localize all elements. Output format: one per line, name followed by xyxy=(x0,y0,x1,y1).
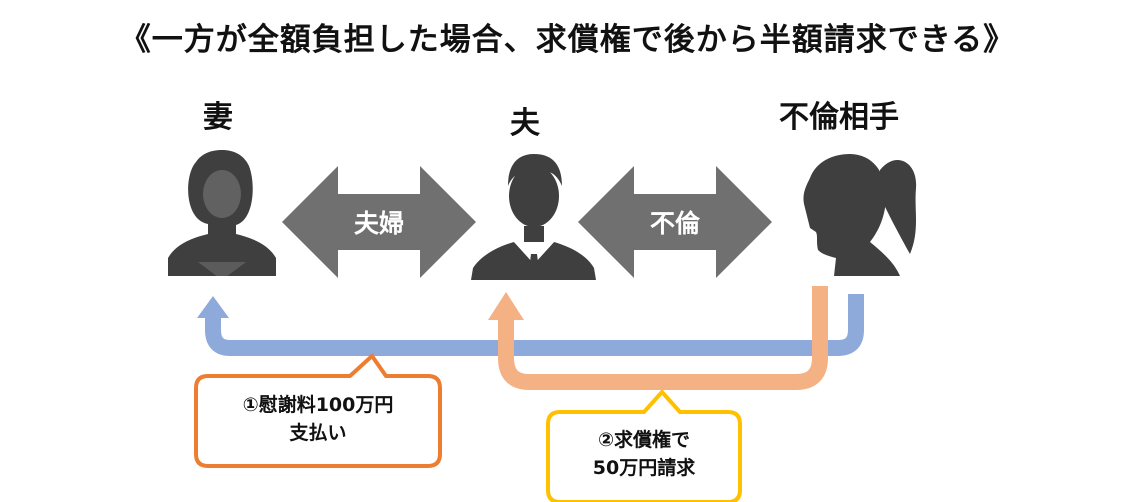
husband-label: 夫 xyxy=(510,106,540,141)
claim-line-1: ②求償権で xyxy=(597,429,691,451)
payment-arrow-head xyxy=(197,296,229,318)
payment-callout-text: ①慰謝料100万円 支払い xyxy=(196,391,440,447)
marriage-double-arrow xyxy=(282,166,476,278)
partner-label: 不倫相手 xyxy=(779,100,899,135)
claim-flow-arrow xyxy=(498,286,828,390)
page-title: 《一方が全額負担した場合、求償権で後から半額請求できる》 xyxy=(119,22,1016,58)
payment-flow-arrow xyxy=(205,294,864,356)
claim-callout-text: ②求償権で 50万円請求 xyxy=(548,426,740,482)
woman-silhouette-icon xyxy=(168,150,276,280)
woman-ponytail-silhouette-icon xyxy=(803,154,917,276)
payment-callout-box xyxy=(194,352,442,468)
payment-line-2: 支払い xyxy=(289,422,347,444)
marriage-relation-label: 夫婦 xyxy=(353,209,405,238)
claim-line-2: 50万円請求 xyxy=(592,457,696,479)
claim-arrow-head xyxy=(488,292,524,320)
affair-double-arrow xyxy=(578,166,772,278)
affair-relation-label: 不倫 xyxy=(649,209,701,238)
payment-line-1: ①慰謝料100万円 xyxy=(242,394,394,416)
man-in-suit-silhouette-icon xyxy=(471,154,596,280)
wife-label: 妻 xyxy=(203,100,233,135)
